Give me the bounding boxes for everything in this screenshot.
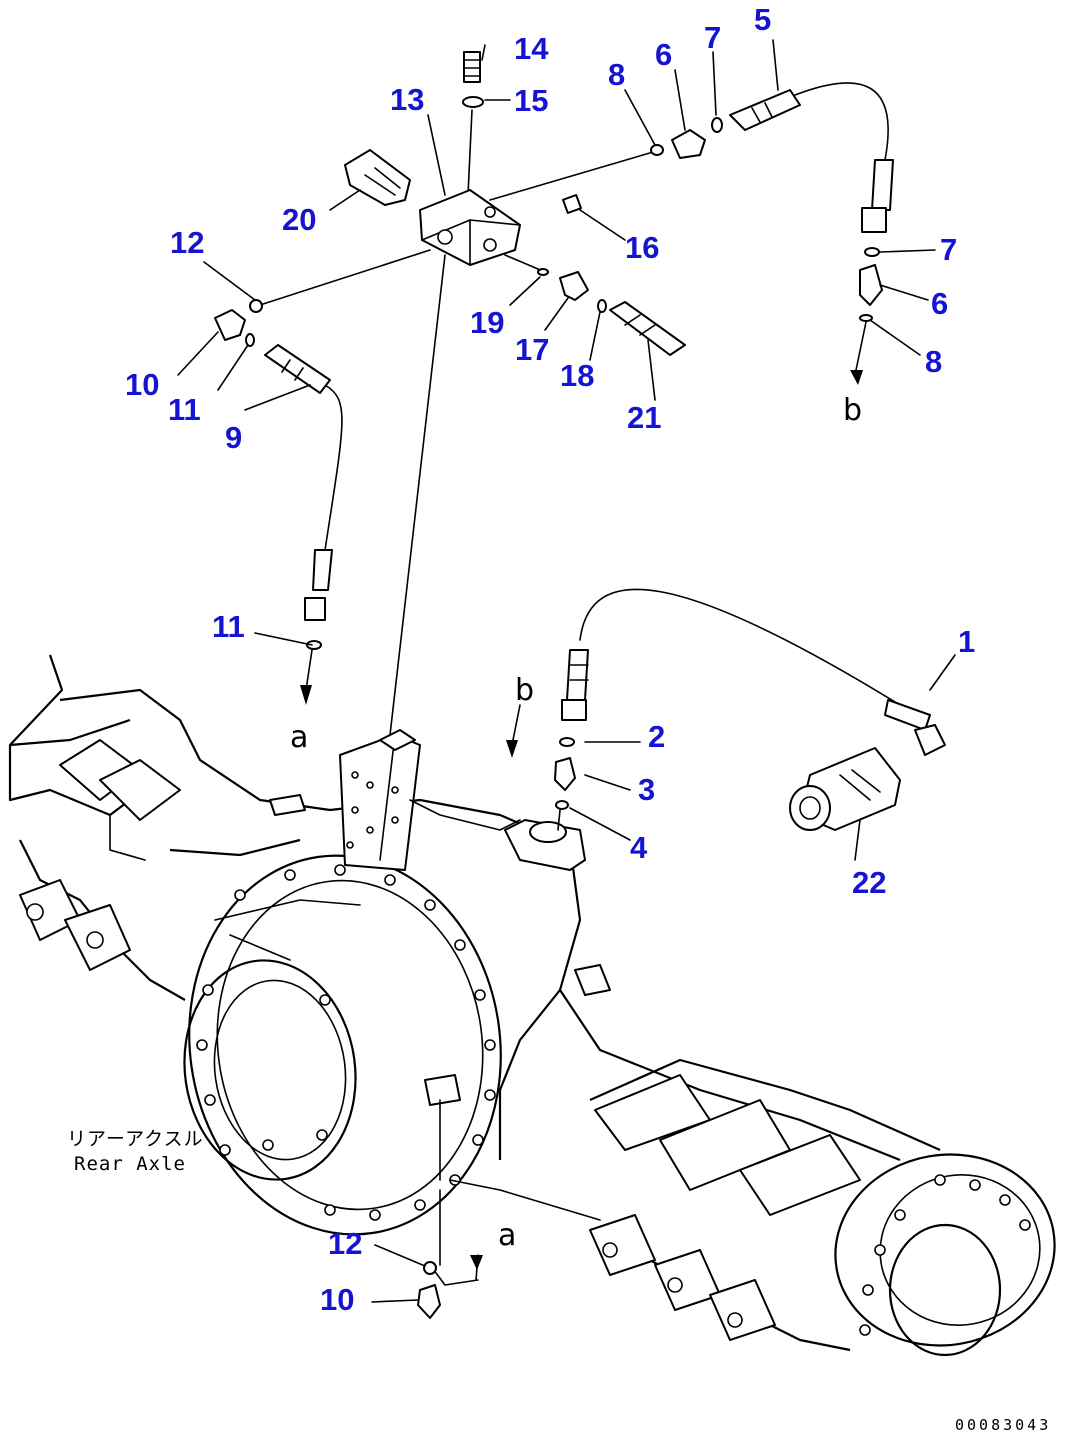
part-6-elbow-top [671,129,706,159]
callout-3: 3 [638,772,655,807]
callout-leaders [177,39,956,1303]
callout-22: 22 [852,865,886,900]
captions: リアーアクスル Rear Axle 00083043 [67,1128,1051,1434]
right-flange-bolt-holes [859,1174,1031,1336]
callout-numbers: 1 2 3 4 5 6 6 7 7 8 8 9 10 10 11 11 12 1… [125,2,975,1317]
part-20-sensor [344,149,411,206]
callout-6-top: 6 [655,37,672,72]
part-12-plug [249,299,263,313]
callout-7-top: 7 [704,20,721,55]
callout-18: 18 [560,358,594,393]
callout-15: 15 [514,83,548,118]
callout-8-right: 8 [925,344,942,379]
part-1-hose [561,649,946,756]
callout-13: 13 [390,82,424,117]
flow-arrows [470,704,521,1281]
part-5-hose-end [729,89,801,131]
callout-9: 9 [225,420,242,455]
part-11-oring [245,333,255,347]
callout-4: 4 [630,830,648,865]
part-4-oring [555,800,569,831]
part-19-oring [537,268,549,276]
callout-16: 16 [625,230,659,265]
caption-english: Rear Axle [74,1153,186,1175]
part-14-bolt [463,51,481,83]
piping-lines [259,82,901,1286]
callout-5: 5 [754,2,771,37]
marker-b-center: b [515,673,534,708]
callout-11-lower: 11 [212,609,245,644]
callout-2: 2 [648,719,665,754]
callout-8-top: 8 [608,57,625,92]
callout-10-top: 10 [125,367,159,402]
part-15-washer [462,96,484,108]
valve-block-ports [346,771,399,849]
marker-a-upper: a [290,720,308,755]
part-18-oring [597,299,607,313]
callout-21: 21 [627,400,661,435]
callout-14: 14 [514,31,549,66]
part-8-oring-top [650,144,664,156]
part-10-elbow-bottom [417,1284,441,1319]
part-10-elbow [214,309,246,341]
part-9-hose [264,344,333,621]
part-6-elbow-right [859,264,883,306]
callout-12-top: 12 [170,225,204,260]
part-2-oring [559,737,575,747]
caption-japanese: リアーアクスル [67,1128,204,1150]
part-11-oring-lower [300,640,322,705]
part-21-hose [609,301,686,356]
part-5-hose-fitting-right [861,159,894,233]
callout-11-top: 11 [168,392,201,427]
marker-a-lower: a [498,1218,516,1253]
part-12-plug-bottom [423,1261,437,1275]
part-8-oring-right [850,314,873,385]
callout-12-bottom: 12 [328,1226,362,1261]
callout-20: 20 [282,202,316,237]
callout-7-right: 7 [940,232,957,267]
part-16-plug [562,194,582,214]
marker-b-right: b [843,393,862,428]
callout-17: 17 [515,332,549,367]
drawing-code: 00083043 [955,1416,1051,1434]
rear-axle-housing [8,654,1056,1357]
callout-19: 19 [470,305,504,340]
part-22-sensor [789,747,901,831]
connection-markers: a a b b [290,393,862,1253]
callout-10-bottom: 10 [320,1282,354,1317]
part-7-oring-right [864,247,880,257]
part-3-elbow [554,757,576,791]
part-17-elbow [559,271,589,301]
part-13-block [419,189,521,266]
callout-6-right: 6 [931,286,948,321]
callout-1: 1 [958,624,975,659]
part-7-oring-top [711,117,723,133]
flange-bolt-holes [196,864,496,1221]
